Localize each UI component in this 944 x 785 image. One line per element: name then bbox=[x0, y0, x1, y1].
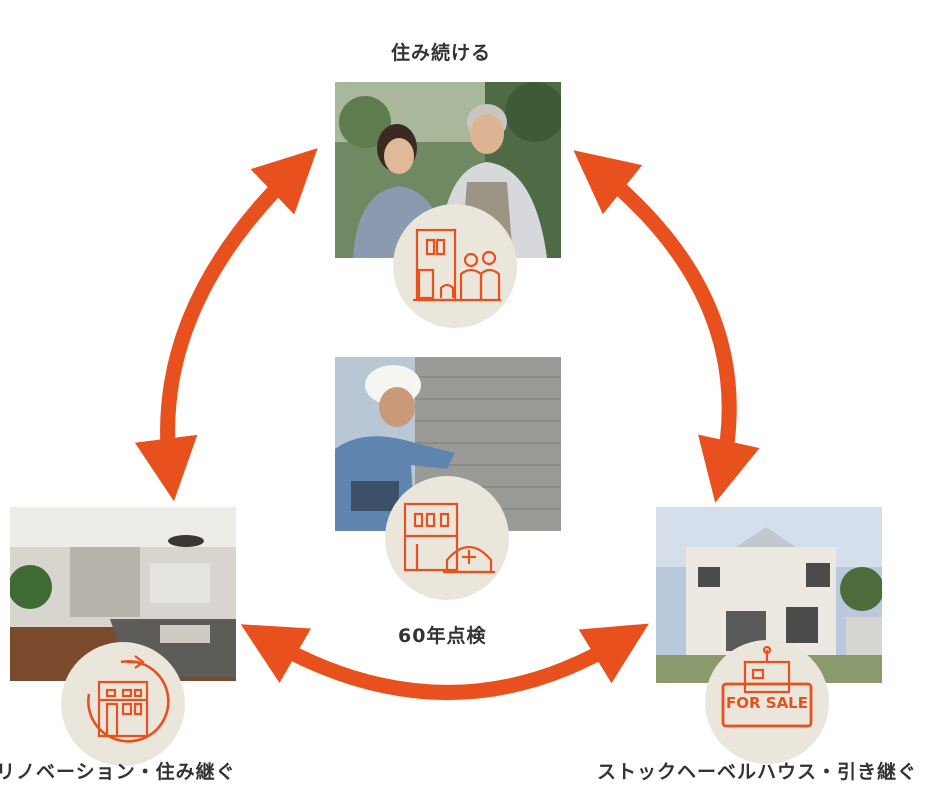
house-renovation-cycle-icon bbox=[61, 642, 185, 766]
arrow-top-to-right bbox=[598, 170, 729, 472]
label-left: リノベーション・住み継ぐ bbox=[0, 757, 236, 784]
for-sale-text: FOR SALE bbox=[723, 691, 811, 715]
house-and-couple-icon bbox=[393, 204, 517, 328]
label-center: 60年点検 bbox=[398, 621, 486, 648]
label-right: ストックヘーベルハウス・引き継ぐ bbox=[597, 757, 917, 784]
house-and-hardhat-icon bbox=[385, 476, 509, 600]
arrow-top-to-left bbox=[168, 170, 295, 470]
label-top: 住み続ける bbox=[391, 38, 491, 65]
